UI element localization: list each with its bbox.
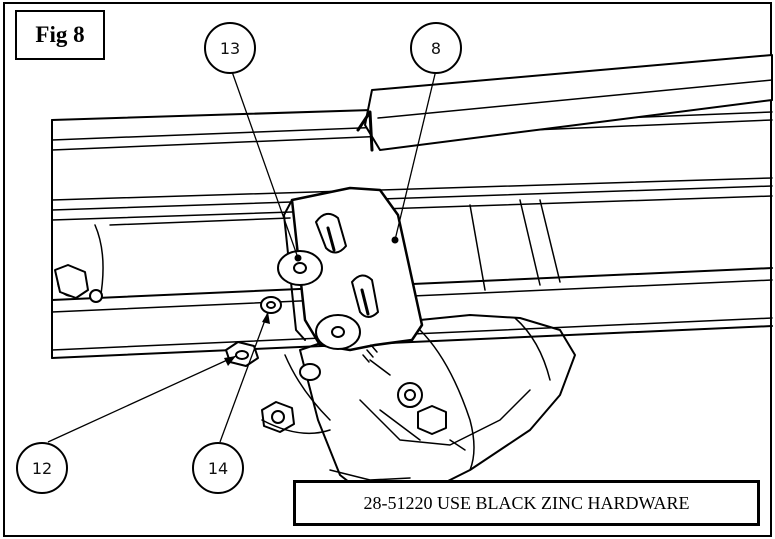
left-tube [94,217,291,301]
rail-line-5 [51,195,773,221]
callout-12: 12 [16,442,68,494]
bracket-curve-2 [514,317,551,381]
plate-slot-upper [315,212,347,254]
inner-slot-1 [469,199,561,291]
leader-lines [47,65,437,443]
callout-14: 14 [192,442,244,494]
hardware-note: 28-51220 USE BLACK ZINC HARDWARE [293,480,760,526]
outer-border [3,2,772,537]
leader-arrow-14 [262,312,270,324]
leader-12 [47,355,237,443]
lower-bracket-left [261,354,331,435]
pin-lower [360,288,370,316]
rail-cover-line [377,79,773,119]
bracket-curve [419,329,475,471]
rail-bottom-4 [51,325,773,359]
front-bracket-plate [290,186,424,352]
lower-bracket-right [369,359,466,451]
callout-8: 8 [410,22,462,74]
mechanical-drawing [51,54,773,501]
leader-dots [224,236,399,366]
washer-13 [277,250,323,286]
figure-label: Fig 8 [15,10,105,60]
left-nut-assembly [54,264,103,303]
leader-8 [394,69,437,241]
rail-cover-end [356,110,374,152]
lock-washer-14 [260,296,282,314]
leader-dot-8 [391,236,399,244]
rail-cover [364,54,773,151]
plate-slot-lower [351,274,379,318]
pin-upper [326,226,336,252]
washer-lower [315,314,361,350]
leader-arrow-12 [224,356,236,366]
callout-13: 13 [204,22,256,74]
rail-line-4 [51,185,773,211]
hatch-dashes [362,344,378,363]
mount-bracket-fold [359,389,531,446]
leader-13 [229,65,299,259]
rail-line-3 [51,177,773,201]
leader-dot-13 [294,254,302,262]
leader-14 [219,311,269,443]
